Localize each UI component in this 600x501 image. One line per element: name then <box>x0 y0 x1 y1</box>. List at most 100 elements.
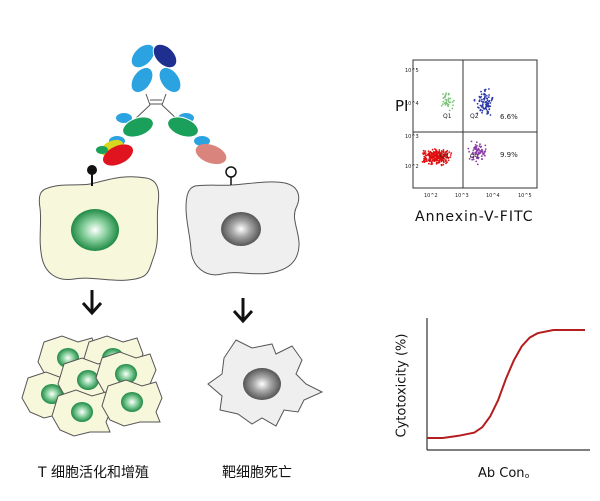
flow-event-dot <box>490 99 493 102</box>
flow-event-dot <box>442 149 445 151</box>
flow-plot-frame <box>412 59 538 189</box>
flow-event-dot <box>438 151 441 154</box>
y-tick-1e2: 10^2 <box>405 164 419 170</box>
flow-event-dot <box>476 112 479 115</box>
flow-event-dot <box>428 162 430 165</box>
flow-event-dot <box>438 149 441 151</box>
flow-event-dot <box>448 151 451 154</box>
t-cell-nucleus <box>71 209 119 251</box>
flow-event-dot <box>449 97 452 100</box>
flow-event-dot <box>444 104 447 106</box>
flow-event-dot <box>444 102 446 105</box>
antibody-left-arm <box>96 113 154 166</box>
flow-event-dot <box>467 147 470 150</box>
flow-event-dot <box>435 151 437 153</box>
flow-event-dot <box>422 153 425 156</box>
flow-event-dot <box>481 152 484 154</box>
flow-event-dot <box>432 158 434 161</box>
flow-event-dot <box>426 160 428 163</box>
flow-plot-x-label: Annexin-V-FITC <box>415 209 534 225</box>
x-tick-1e3: 10^3 <box>455 193 469 199</box>
flow-event-dot <box>476 102 479 105</box>
flow-event-dot <box>475 160 478 163</box>
flow-event-dot <box>441 103 444 106</box>
flow-event-dot <box>472 156 474 159</box>
flow-event-dot <box>488 100 491 102</box>
q2-percent-label: 6.6% <box>500 113 518 121</box>
flow-event-dot <box>442 156 445 158</box>
flow-event-dot <box>430 157 433 159</box>
flow-event-dot <box>448 109 451 112</box>
flow-event-dot <box>427 150 430 153</box>
flow-event-dot <box>430 152 432 155</box>
flow-event-dot <box>479 104 482 107</box>
flow-events <box>421 88 494 167</box>
target-antigen-icon <box>225 166 237 178</box>
flow-event-dot <box>451 107 454 110</box>
antibody-illustration <box>96 43 227 166</box>
flow-event-dot <box>442 159 445 162</box>
chart-x-label: Ab Con。 <box>478 466 538 481</box>
flow-event-dot <box>483 98 486 101</box>
flow-event-dot <box>481 109 484 112</box>
flow-event-dot <box>484 150 487 153</box>
t-cell <box>38 165 160 281</box>
flow-event-dot <box>468 158 471 160</box>
flow-event-dot <box>479 108 482 111</box>
flow-event-dot <box>476 145 478 147</box>
flow-event-dot <box>481 98 483 101</box>
flow-event-dot <box>422 149 425 152</box>
antibody-hinge <box>133 93 179 121</box>
flow-event-dot <box>480 155 483 158</box>
quadrant-q3-label: Q3 <box>440 153 449 160</box>
flow-event-dot <box>477 156 480 159</box>
flow-event-dot <box>431 148 434 151</box>
flow-event-dot <box>423 151 426 154</box>
flow-event-dot <box>488 108 491 111</box>
flow-event-dot <box>428 158 431 161</box>
flow-event-dot <box>485 106 487 108</box>
flow-event-dot <box>476 163 479 166</box>
flow-event-dot <box>484 144 487 147</box>
flow-event-dot <box>481 150 484 153</box>
flow-event-dot <box>485 104 488 107</box>
quadrant-q4-label: Q4 <box>470 153 479 160</box>
flow-event-dot <box>423 155 426 158</box>
flow-event-dot <box>484 107 487 110</box>
flow-event-dot <box>442 93 444 95</box>
dying-cell-nucleus <box>243 368 281 400</box>
flow-event-dot <box>471 158 473 161</box>
flow-event-dot <box>475 148 478 151</box>
flow-event-dot <box>487 112 489 114</box>
y-tick-1e4: 10^4 <box>405 101 419 107</box>
flow-event-dot <box>452 104 454 107</box>
flow-event-dot <box>430 161 433 164</box>
flow-event-dot <box>484 90 486 92</box>
flow-event-dot <box>445 162 447 165</box>
flow-event-dot <box>444 152 446 155</box>
flow-event-dot <box>443 153 446 156</box>
flow-event-dot <box>445 92 448 95</box>
chart-y-label: Cytotoxicity (%) <box>394 333 410 438</box>
flow-event-dot <box>421 160 424 163</box>
flow-event-dot <box>471 153 474 155</box>
flow-event-dot <box>488 94 490 96</box>
flow-event-dot <box>484 101 487 104</box>
flow-event-dot <box>474 145 477 148</box>
flow-event-dot <box>484 148 487 151</box>
flow-event-dot <box>491 96 494 99</box>
flow-event-dot <box>453 99 455 102</box>
flow-event-dot <box>448 101 451 104</box>
flow-event-dot <box>441 157 444 160</box>
flow-event-dot <box>447 104 449 106</box>
flow-event-dot <box>486 110 489 112</box>
flow-event-dot <box>477 151 480 154</box>
flow-event-dot <box>446 154 449 156</box>
arrow-down-icon <box>81 290 103 316</box>
flow-event-dot <box>434 159 437 162</box>
flow-event-dot <box>434 153 436 156</box>
flow-event-dot <box>470 140 473 143</box>
flow-event-dot <box>480 90 482 93</box>
flow-event-dot <box>477 153 480 156</box>
flow-event-dot <box>449 154 452 156</box>
